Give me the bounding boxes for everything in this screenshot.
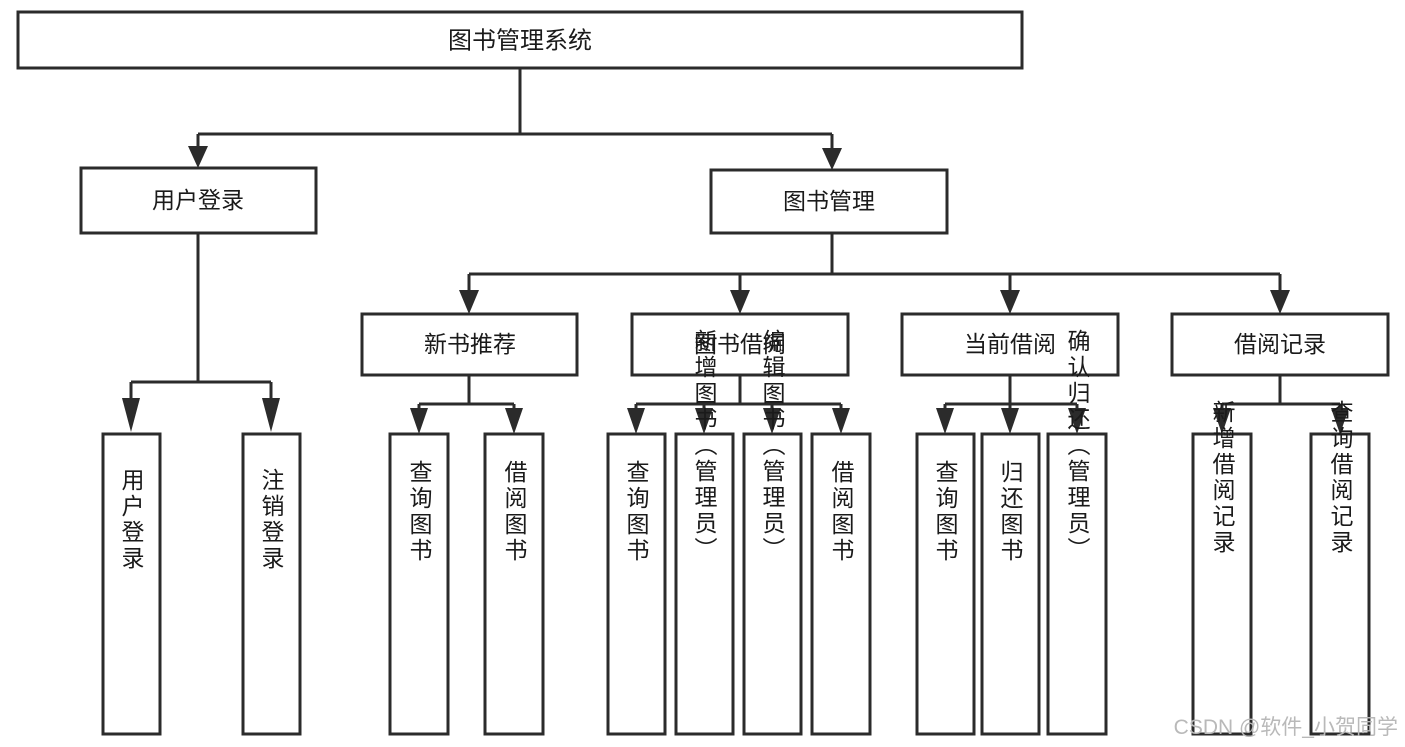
- arrowhead-leaf-return-book: [1001, 408, 1019, 434]
- node-user-login-box[interactable]: [79, 166, 318, 235]
- node-leaf-edit-book-box[interactable]: [742, 432, 803, 736]
- node-leaf-confirm-return-box[interactable]: [1046, 432, 1108, 736]
- node-leaf-query-book-3[interactable]: 查询图书: [915, 432, 976, 736]
- node-leaf-borrow-book-1[interactable]: 借阅图书: [483, 432, 545, 736]
- node-root-label: 图书管理系统: [448, 27, 592, 54]
- node-leaf-user-login-box[interactable]: [101, 432, 162, 736]
- watermark: CSDN @软件_小贺同学: [1174, 716, 1398, 739]
- node-leaf-query-book-1-box[interactable]: [388, 432, 450, 736]
- node-leaf-edit-book[interactable]: 编辑图书（管理员）: [742, 329, 803, 736]
- node-leaf-add-record-label: 新增借阅记录: [1209, 400, 1236, 556]
- node-leaf-logout-login[interactable]: 注销登录: [241, 432, 302, 736]
- node-borrow-record-box[interactable]: [1170, 312, 1390, 377]
- node-leaf-return-book-box[interactable]: [980, 432, 1041, 736]
- node-leaf-return-book-label: 归还图书: [997, 460, 1024, 564]
- arrowhead-borrow-record: [1270, 290, 1290, 314]
- node-current-borrow[interactable]: 当前借阅: [900, 312, 1120, 377]
- node-book-borrow-label: 图书借阅: [694, 331, 786, 357]
- node-book-borrow[interactable]: 图书借阅: [630, 312, 850, 377]
- node-leaf-logout-login-label: 注销登录: [258, 468, 285, 572]
- arrowhead-leaf-user-login: [122, 398, 140, 432]
- connector-group-root: [188, 68, 842, 170]
- node-leaf-confirm-return-label: 确认归还（管理员）: [1064, 329, 1091, 563]
- arrowhead-leaf-edit-book: [763, 408, 781, 434]
- connector-group-book-borrow: [627, 375, 850, 434]
- node-borrow-record-label: 借阅记录: [1234, 331, 1326, 357]
- arrowhead-leaf-query-record: [1331, 408, 1349, 434]
- node-new-book-recommend-label: 新书推荐: [424, 331, 516, 357]
- node-user-login-label: 用户登录: [152, 187, 244, 213]
- node-leaf-query-book-2-label: 查询图书: [623, 460, 650, 564]
- node-leaf-add-book-label: 新增图书（管理员）: [691, 329, 718, 563]
- arrowhead-leaf-add-record: [1213, 408, 1231, 434]
- connector-group-current-borrow: [936, 375, 1086, 434]
- node-leaf-borrow-book-2[interactable]: 借阅图书: [810, 432, 872, 736]
- node-book-management[interactable]: 图书管理: [709, 168, 949, 235]
- connector-group-borrow-record: [1213, 375, 1349, 434]
- node-leaf-query-book-1[interactable]: 查询图书: [388, 432, 450, 736]
- node-leaf-query-book-3-box[interactable]: [915, 432, 976, 736]
- node-new-book-recommend[interactable]: 新书推荐: [360, 312, 579, 377]
- arrowhead-leaf-add-book: [695, 408, 713, 434]
- connector-group-new-book-recommend: [410, 375, 523, 434]
- node-leaf-query-record[interactable]: 查询借阅记录: [1309, 400, 1371, 736]
- arrowhead-leaf-borrow-book-2: [832, 408, 850, 434]
- node-leaf-query-record-box[interactable]: [1309, 432, 1371, 736]
- node-leaf-query-book-3-label: 查询图书: [932, 460, 959, 564]
- node-leaf-edit-book-label: 编辑图书（管理员）: [759, 329, 786, 563]
- arrowhead-book-management: [822, 148, 842, 170]
- node-leaf-borrow-book-1-box[interactable]: [483, 432, 545, 736]
- node-new-book-recommend-box[interactable]: [360, 312, 579, 377]
- node-user-login[interactable]: 用户登录: [79, 166, 318, 235]
- node-leaf-query-book-1-label: 查询图书: [406, 460, 433, 564]
- arrowhead-new-book-recommend: [459, 290, 479, 314]
- node-leaf-logout-login-box[interactable]: [241, 432, 302, 736]
- node-leaf-borrow-book-2-label: 借阅图书: [828, 460, 855, 564]
- node-leaf-add-book[interactable]: 新增图书（管理员）: [674, 329, 735, 736]
- node-leaf-confirm-return[interactable]: 确认归还（管理员）: [1046, 329, 1108, 736]
- connector-group-user-login: [122, 233, 280, 432]
- arrowhead-leaf-query-book-1: [410, 408, 428, 434]
- arrowhead-leaf-query-book-3: [936, 408, 954, 434]
- node-leaf-add-record-box[interactable]: [1191, 432, 1253, 736]
- node-root-box[interactable]: [16, 10, 1024, 70]
- arrowhead-book-borrow: [730, 290, 750, 314]
- node-leaf-borrow-book-1-label: 借阅图书: [501, 460, 528, 564]
- arrowhead-leaf-logout-login: [262, 398, 280, 432]
- node-book-management-label: 图书管理: [783, 188, 875, 214]
- node-leaf-query-book-2[interactable]: 查询图书: [606, 432, 667, 736]
- node-current-borrow-label: 当前借阅: [964, 331, 1056, 357]
- arrowhead-leaf-borrow-book-1: [505, 408, 523, 434]
- node-leaf-query-book-2-box[interactable]: [606, 432, 667, 736]
- node-leaf-user-login-label: 用户登录: [118, 468, 145, 572]
- arrowhead-current-borrow: [1000, 290, 1020, 314]
- node-leaf-add-book-box[interactable]: [674, 432, 735, 736]
- node-borrow-record[interactable]: 借阅记录: [1170, 312, 1390, 377]
- node-book-borrow-box[interactable]: [630, 312, 850, 377]
- node-leaf-user-login[interactable]: 用户登录: [101, 432, 162, 736]
- node-current-borrow-box[interactable]: [900, 312, 1120, 377]
- node-leaf-borrow-book-2-box[interactable]: [810, 432, 872, 736]
- arrowhead-user-login: [188, 146, 208, 168]
- node-leaf-add-record[interactable]: 新增借阅记录: [1191, 400, 1253, 736]
- node-root[interactable]: 图书管理系统: [16, 10, 1024, 70]
- arrowhead-leaf-confirm-return: [1068, 408, 1086, 434]
- node-book-management-box[interactable]: [709, 168, 949, 235]
- arrowhead-leaf-query-book-2: [627, 408, 645, 434]
- node-leaf-return-book[interactable]: 归还图书: [980, 432, 1041, 736]
- node-leaf-query-record-label: 查询借阅记录: [1327, 400, 1354, 556]
- connector-group-book-management: [459, 233, 1290, 314]
